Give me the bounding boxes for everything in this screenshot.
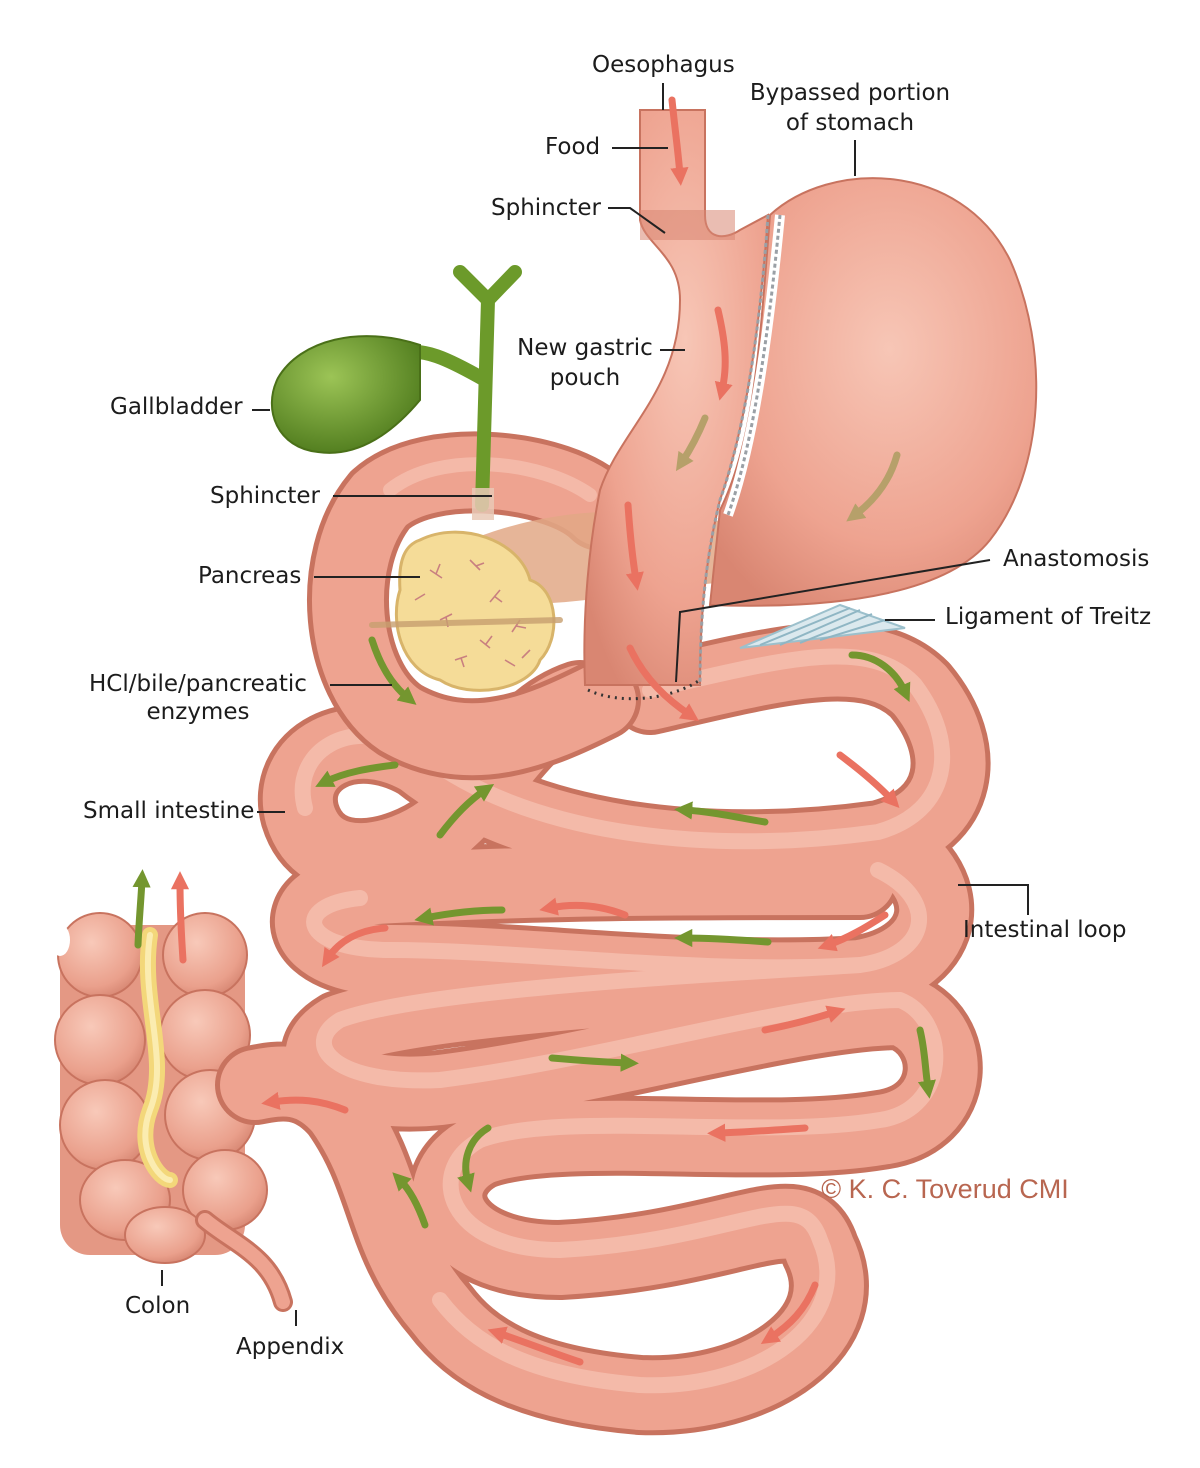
food-flow-arrows (170, 96, 900, 1366)
green-arrow-icon (132, 869, 151, 949)
bypassed-stomach (708, 177, 1038, 607)
green-arrow-icon (436, 783, 495, 839)
small-intestine (215, 621, 991, 1436)
label-bypassed-stomach-line1: Bypassed portion (749, 80, 951, 106)
ligament-of-treitz (739, 603, 906, 649)
green-arrow-icon (392, 1172, 429, 1229)
red-arrow-icon (714, 306, 733, 401)
label-hcl-line2: enzymes (146, 699, 250, 725)
label-sphincter-bile: Sphincter (210, 483, 321, 509)
label-gallbladder: Gallbladder (110, 394, 243, 420)
red-arrow-icon (760, 1281, 819, 1344)
label-new-pouch-line2: pouch (549, 365, 621, 391)
label-intestinal-loop: Intestinal loop (963, 917, 1127, 943)
green-arrow-icon (674, 928, 772, 948)
appendix (195, 1210, 293, 1312)
red-arrow-icon (626, 644, 700, 722)
label-colon: Colon (125, 1293, 191, 1319)
green-arrow-icon (548, 1053, 639, 1072)
pancreatic-duct (369, 617, 563, 628)
label-hcl-line1: HCl/bile/pancreatic (89, 671, 307, 697)
red-arrow-icon (539, 897, 629, 919)
tan-arrow-icon (675, 414, 709, 472)
red-arrow-icon (624, 501, 644, 591)
tan-arrow-icon (846, 451, 901, 522)
green-arrow-icon (916, 1026, 936, 1099)
green-arrow-icon (457, 1124, 492, 1193)
label-ligament-of-treitz: Ligament of Treitz (945, 604, 1152, 630)
red-arrow-icon (487, 1326, 584, 1366)
green-arrow-icon (414, 906, 506, 926)
anastomosis-suture (587, 678, 701, 701)
label-small-intestine: Small intestine (83, 798, 255, 824)
label-sphincter-top: Sphincter (491, 195, 602, 221)
leader-lines (161, 83, 1029, 1326)
copyright-credit: © K. C. Toverud CMI (821, 1174, 1068, 1204)
label-anastomosis: Anastomosis (1003, 546, 1150, 572)
pale-flow-arrows (675, 414, 901, 522)
red-arrow-icon (817, 911, 889, 952)
green-arrow-icon (315, 761, 399, 787)
bile-flow-arrows (132, 636, 936, 1229)
label-oesophagus: Oesophagus (592, 52, 735, 78)
red-arrow-icon (836, 751, 900, 808)
red-arrow-icon (707, 1123, 809, 1142)
bile-sphincter (472, 488, 494, 520)
red-arrow-icon (668, 96, 689, 186)
red-arrow-icon (261, 1091, 349, 1114)
label-pancreas: Pancreas (198, 563, 302, 589)
label-food: Food (545, 134, 601, 160)
red-arrow-icon (761, 1005, 846, 1034)
gallbladder (270, 265, 522, 512)
green-arrow-icon (674, 801, 769, 826)
label-appendix: Appendix (236, 1334, 345, 1360)
red-arrow-icon (321, 924, 389, 968)
red-arrow-icon (170, 871, 190, 964)
green-arrow-icon (848, 651, 911, 702)
green-arrow-icon (368, 636, 417, 705)
label-bypassed-stomach-line2: of stomach (785, 110, 915, 136)
label-new-pouch-line1: New gastric (517, 335, 653, 361)
